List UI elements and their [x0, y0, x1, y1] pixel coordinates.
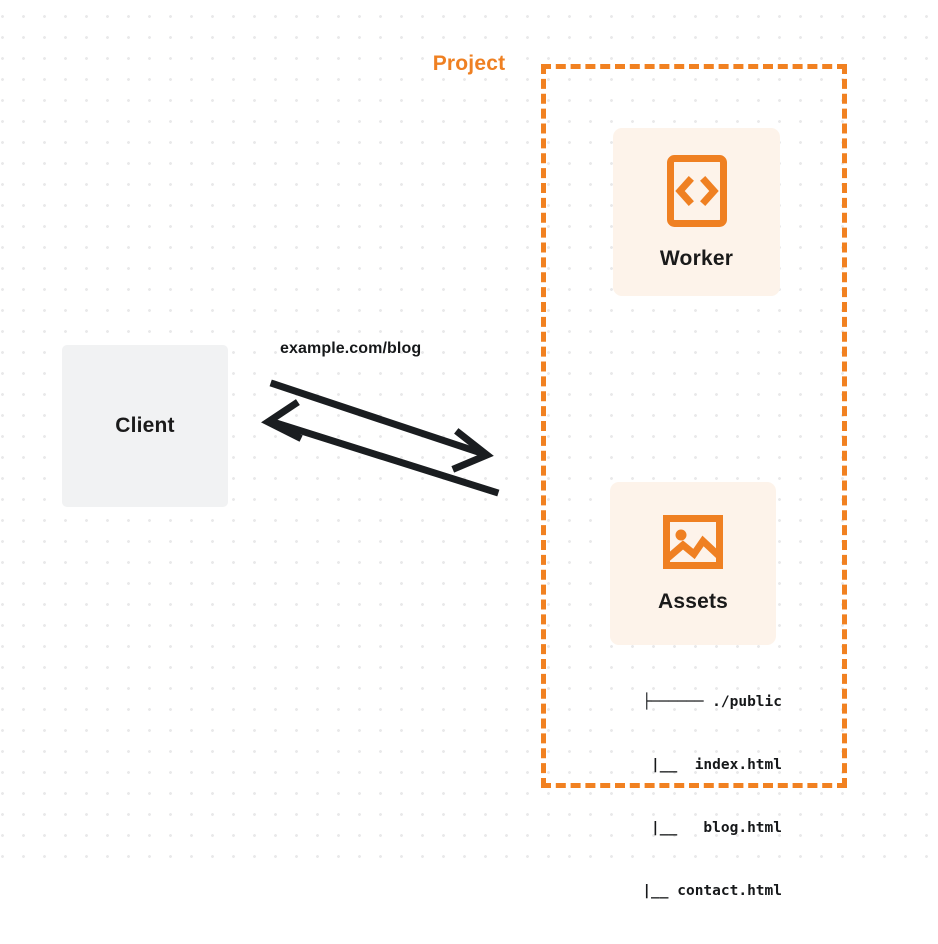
file-tree-line: ├────── ./public: [642, 694, 782, 710]
project-boundary: [541, 64, 847, 788]
worker-label: Worker: [659, 246, 734, 270]
response-arrow: [261, 399, 500, 497]
file-tree-line: |__ index.html: [607, 757, 782, 773]
assets-node[interactable]: Assets: [610, 482, 776, 645]
file-tree-line: |__ blog.html: [607, 820, 782, 836]
code-file-icon: [666, 154, 728, 233]
project-title: Project: [425, 52, 513, 76]
request-arrow: [269, 379, 494, 473]
file-tree-line: |__ contact.html: [598, 883, 782, 899]
client-node[interactable]: Client: [62, 345, 228, 507]
diagram-canvas: Client example.com/blog Project Worker: [0, 0, 938, 899]
assets-label: Assets: [657, 590, 729, 613]
worker-node[interactable]: Worker: [613, 128, 780, 296]
connection-label: example.com/blog: [280, 340, 422, 357]
image-icon: [662, 513, 724, 576]
client-label: Client: [115, 414, 175, 437]
assets-file-tree: ├────── ./public |__ index.html |__ blog…: [560, 650, 782, 944]
